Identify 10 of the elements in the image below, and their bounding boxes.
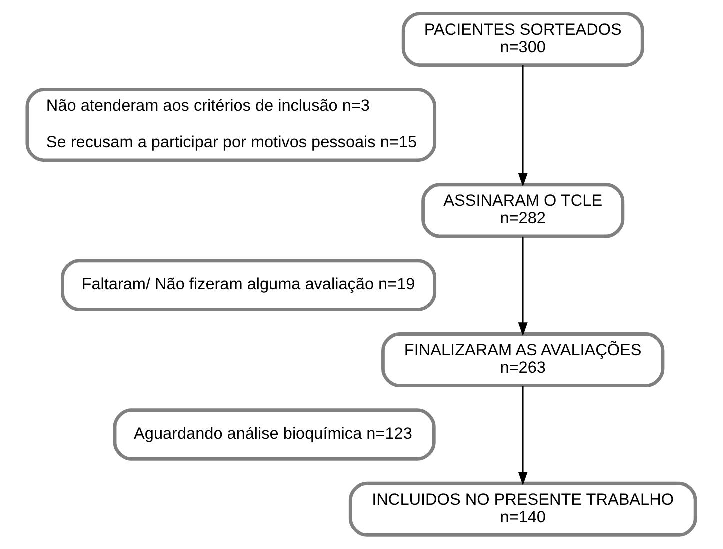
node-box: INCLUIDOS NO PRESENTE TRABALHO n=140 [348,482,698,537]
arrow [518,386,528,486]
node-box: ASSINARAM O TCLE n=282 [422,183,625,238]
arrow [518,65,528,187]
node-box: Aguardando análise bioquímica n=123 [113,408,436,461]
node-box: Faltaram/ Não fizeram alguma avaliação n=19 [61,259,437,312]
node-box: PACIENTES SORTEADOS n=300 [402,12,644,68]
node-box: FINALIZARAM AS AVALIAÇÕES n=263 [382,332,665,388]
node-box: Não atenderam aos critérios de inclusão n=3 Se recusam a participar por motivos pessoais n=15 [26,88,437,162]
arrow [518,236,528,336]
